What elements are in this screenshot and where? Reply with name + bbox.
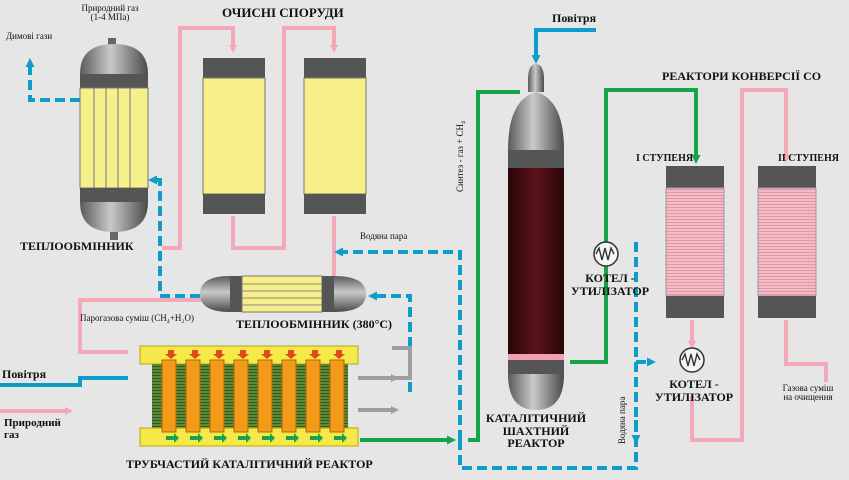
steam-gas-mixture-label: Парогазова суміш (СН₄+Н₂О) — [80, 313, 195, 323]
heat-exchanger-1-label: ТЕПЛООБМІННИК — [20, 239, 134, 253]
tubular-reactor-label: ТРУБЧАСТИЙ КАТАЛІТИЧНИЙ РЕАКТОР — [126, 457, 373, 471]
co-reactor-2 — [757, 166, 817, 318]
air-streams — [0, 28, 596, 387]
natural-gas-streams — [0, 26, 828, 442]
tubular-reactor — [139, 345, 359, 447]
air-input-label: Повітря — [2, 367, 47, 381]
flue-streams — [358, 346, 412, 414]
pressure-label: (1-4 МПа) — [90, 12, 130, 23]
natural-gas-input-label: Природний газ — [4, 417, 61, 441]
flue-gases-label: Димові гази — [6, 31, 53, 41]
syngas-label: Синтез - газ + СН₄ — [455, 120, 465, 192]
heat-exchanger-2-label: ТЕПЛООБМІННИК (380°С) — [236, 317, 393, 331]
water-steam-label-2: Водяна пара — [617, 396, 627, 444]
water-steam-label-1: Водяна пара — [360, 231, 408, 241]
cleaning-unit-2 — [303, 58, 367, 214]
syngas-streams — [360, 88, 701, 445]
heat-exchanger-horizontal — [200, 275, 366, 313]
boiler-1 — [593, 241, 619, 267]
air-top-label: Повітря — [552, 11, 597, 25]
cleaning-units-title: ОЧИСНІ СПОРУДИ — [222, 5, 344, 20]
cleaning-unit-1 — [202, 58, 266, 214]
co-reactors-title: РЕАКТОРИ КОНВЕРСІЇ СО — [662, 69, 822, 83]
stage-1-label: І СТУПЕНЯ — [636, 153, 694, 164]
shaft-reactor-label: КАТАЛІТИЧНИЙ ШАХТНИЙ РЕАКТОР — [485, 411, 587, 451]
boiler-2 — [679, 347, 705, 373]
boiler-2-label: КОТЕЛ - УТИЛІЗАТОР — [654, 377, 734, 404]
heat-exchanger-vertical — [79, 38, 149, 240]
stage-2-label: ІІ СТУПЕНЯ — [778, 153, 839, 164]
shaft-reactor — [508, 64, 564, 410]
boiler-1-label: КОТЕЛ - УТИЛІЗАТОР — [570, 271, 650, 298]
gas-mixture-out-label: Газова суміш на очищення — [782, 383, 834, 403]
natural-gas-top-label: Природний газ (1-4 МПа) — [81, 3, 139, 23]
co-reactor-1 — [665, 166, 725, 318]
